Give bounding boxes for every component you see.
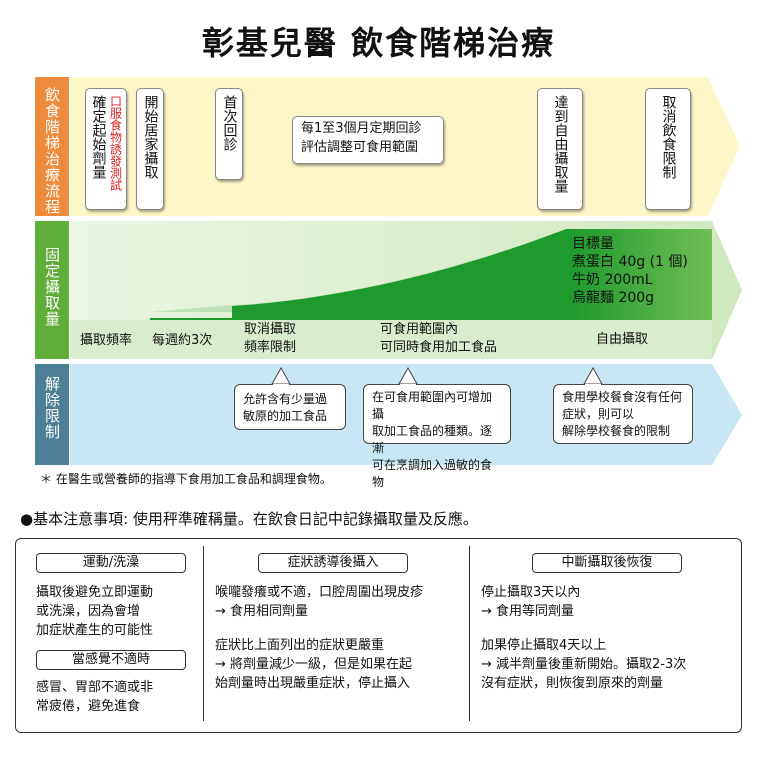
pill-feeling-unwell: 當感覺不適時 [36, 650, 186, 670]
target-title: 目標量 [572, 236, 614, 252]
free-intake: 自由攝取 [596, 332, 649, 347]
pill-exercise-bath: 運動/洗澡 [36, 553, 186, 573]
cancel-freq-line2: 頻率限制 [244, 340, 297, 355]
relief-row-label: 解除限制 [35, 364, 69, 465]
footnote: ＊ 在醫生或營養師的指導下食用加工食品和調理食物。 [40, 472, 332, 486]
basic-notice: ●基本注意事項: 使用秤準確稱量。在飲食日記中記錄攝取量及反應。 [20, 510, 478, 528]
page-title: 彰基兒醫 飲食階梯治療 [201, 24, 556, 62]
step-starting-dose: 確定起始劑量 口服食物誘發測試 [85, 88, 127, 210]
precautions-box [15, 538, 742, 733]
divider-2 [469, 546, 470, 721]
pill-resume-intake: 中斷攝取後恢復 [532, 553, 682, 573]
freq-label: 攝取頻率 [80, 333, 133, 348]
unwell-text: 感冒、胃部不適或非 常疲倦，避免進食 [36, 680, 154, 714]
step-home-intake: 開始居家攝取 [136, 88, 164, 210]
target-item-egg: 煮蛋白 40g (1 個) [572, 254, 688, 270]
cancel-freq-line1: 取消攝取 [244, 322, 297, 337]
step-first-visit: 首次回診 [215, 88, 243, 180]
processed-line1: 可食用範圍內 [380, 322, 459, 337]
bubble-processed-foods: 允許含有少量過 敏原的加工食品 [234, 384, 346, 430]
target-item-milk: 牛奶 200mL [572, 272, 653, 288]
fixed-growth-fill [150, 229, 712, 320]
symptom-mild-text: 喉嚨發癢或不適，口腔周圍出現皮疹 → 食用相同劑量 [215, 585, 424, 619]
pill-symptom-induced: 症狀誘導後攝入 [258, 553, 408, 573]
flow-row-label: 飲食階梯治療流程 [35, 77, 69, 216]
resume-short-text: 停止攝取3天以內 → 食用等同劑量 [481, 585, 581, 619]
symptom-severe-text: 症狀比上面列出的症狀更嚴重 → 將劑量減少一級，但是如果在起 始劑量時出現嚴重症… [215, 638, 413, 691]
bubble-school-meals: 食用學校餐食沒有任何 症狀，則可以 解除學校餐食的限制 [553, 384, 693, 444]
fixed-row-label: 固定攝取量 [35, 221, 69, 359]
bubble-increase-variety: 在可食用範圍內可增加攝 取加工食品的種類。逐漸 可在烹調加入過敏的食物 [363, 384, 511, 489]
step-cancel-restriction: 取消飲食限制 [645, 88, 691, 210]
processed-line2: 可同時食用加工食品 [380, 340, 498, 355]
resume-long-text: 加果停止攝取4天以上 → 減半劑量後重新開始。攝取2-3次 沒有症狀，則恢復到原… [481, 638, 687, 691]
divider-1 [203, 546, 204, 721]
step-free-intake: 達到自由攝取量 [537, 88, 583, 210]
target-item-noodle: 烏龍麵 200g [572, 290, 655, 306]
step-periodic-visit: 每1至3個月定期回診 評估調整可食用範圍 [292, 116, 444, 164]
exercise-text: 攝取後避免立即運動 或洗澡，因為會增 加症狀產生的可能性 [36, 585, 154, 638]
freq-weekly: 每週約3次 [152, 333, 213, 348]
